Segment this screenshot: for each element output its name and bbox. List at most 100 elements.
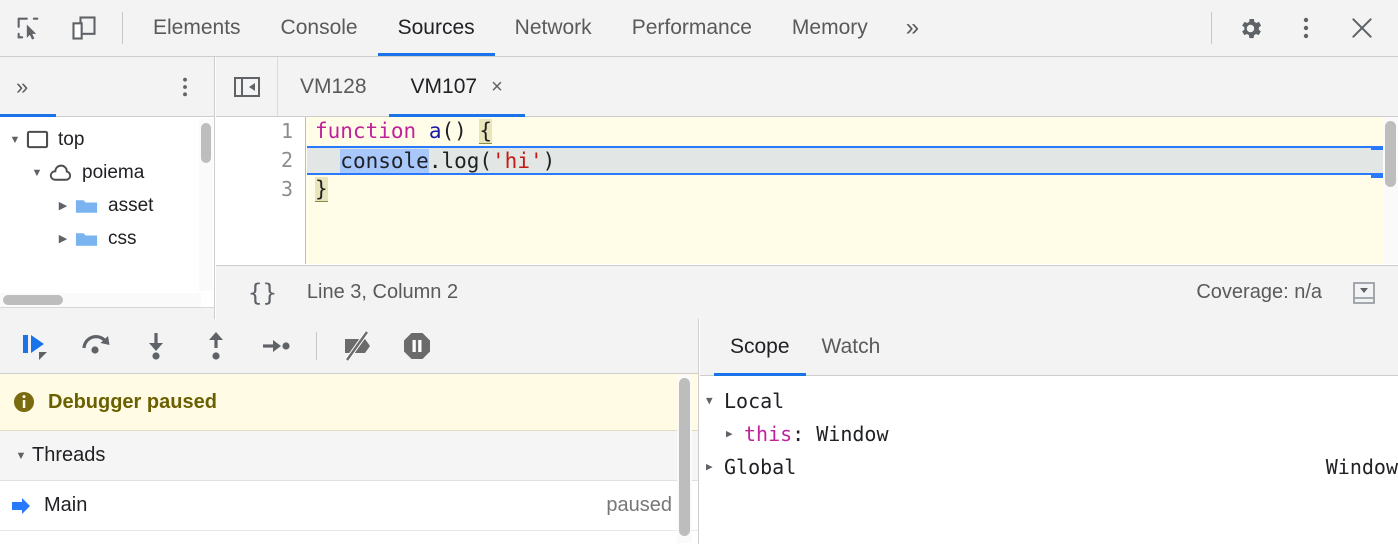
token-keyword: function (315, 119, 417, 143)
token-parens: () (441, 119, 480, 143)
tab-performance[interactable]: Performance (612, 0, 772, 56)
settings-button[interactable] (1222, 0, 1278, 56)
tab-network[interactable]: Network (495, 0, 612, 56)
navigator-more-tabs-button[interactable]: » (0, 74, 44, 100)
debugger-pane: Debugger paused ▼ Threads Main paused (0, 319, 699, 544)
token-selected-console: console (340, 149, 429, 173)
tab-elements[interactable]: Elements (133, 0, 261, 56)
scope-row-this[interactable]: ▶ this : Window (700, 417, 1398, 450)
scrollbar-thumb[interactable] (1385, 121, 1396, 187)
step-out-button[interactable] (186, 319, 246, 373)
step-icon (259, 330, 293, 362)
tree-item-label: top (58, 128, 85, 150)
pause-on-exceptions-icon (401, 330, 433, 362)
tab-scope[interactable]: Scope (714, 319, 806, 376)
debugger-paused-banner: Debugger paused (0, 374, 698, 431)
toolbar-divider (122, 12, 123, 44)
line-number[interactable]: 2 (280, 148, 293, 172)
disclosure-triangle-collapsed-icon[interactable]: ▶ (706, 460, 713, 473)
disclosure-triangle-collapsed-icon[interactable]: ▶ (58, 233, 68, 245)
disclosure-triangle-expanded-icon[interactable]: ▼ (9, 133, 21, 146)
token-method: .log( (428, 149, 493, 173)
code-content[interactable]: function a() { console.log('hi') } (307, 117, 1398, 264)
tab-watch[interactable]: Watch (806, 319, 897, 375)
disclosure-triangle-collapsed-icon[interactable]: ▶ (58, 200, 68, 212)
kebab-menu-icon (183, 77, 187, 96)
line-number-gutter: 1 2 3 (216, 117, 306, 264)
tab-watch-label: Watch (821, 335, 881, 358)
disclosure-triangle-expanded-icon[interactable]: ▼ (706, 394, 713, 407)
tab-network-label: Network (514, 16, 592, 39)
tab-console[interactable]: Console (261, 0, 378, 56)
line-number[interactable]: 3 (280, 177, 293, 201)
scope-tree: ▼ Local ▶ this : Window ▶ Global Window (700, 376, 1398, 483)
coverage-label: Coverage: n/a (1196, 281, 1322, 303)
tree-item-poiema[interactable]: ▼ poiema (0, 156, 214, 189)
chevron-double-right-icon: » (905, 14, 920, 41)
more-options-button[interactable] (1278, 0, 1334, 56)
step-over-icon (79, 330, 113, 362)
scope-row-local[interactable]: ▼ Local (700, 384, 1398, 417)
file-tab-close-icon[interactable]: × (491, 75, 503, 98)
pause-on-exceptions-button[interactable] (387, 319, 447, 373)
threads-label: Threads (32, 444, 106, 466)
tab-sources[interactable]: Sources (377, 0, 495, 56)
show-drawer-button[interactable] (1348, 278, 1380, 308)
inspect-element-button[interactable] (0, 0, 56, 56)
step-button[interactable] (246, 319, 306, 373)
debugger-vertical-scrollbar[interactable] (677, 375, 692, 543)
cloud-icon (48, 163, 73, 183)
file-tab-vm128[interactable]: VM128 (278, 57, 389, 116)
navigator-footer (0, 307, 214, 319)
tab-sources-label: Sources (397, 16, 475, 39)
step-into-button[interactable] (126, 319, 186, 373)
current-thread-arrow-icon (10, 496, 32, 516)
gear-icon (1237, 15, 1264, 42)
device-toolbar-button[interactable] (56, 0, 112, 56)
device-toolbar-icon (70, 14, 98, 42)
navigator-vertical-scrollbar[interactable] (199, 119, 213, 291)
code-editor[interactable]: 1 2 3 function a() { console.log('hi') } (216, 117, 1398, 264)
threads-section-header[interactable]: ▼ Threads (0, 431, 698, 481)
scrollbar-thumb[interactable] (201, 123, 211, 163)
tree-item-asset[interactable]: ▶ asset (0, 189, 214, 222)
code-line-1[interactable]: function a() { (307, 117, 1398, 146)
pretty-print-button[interactable]: {} (248, 278, 277, 307)
token-brace-match: } (315, 177, 328, 202)
resume-button[interactable] (6, 319, 66, 373)
line-number[interactable]: 1 (280, 119, 293, 143)
disclosure-triangle-expanded-icon[interactable]: ▼ (31, 166, 43, 179)
scope-row-label: Global (724, 454, 797, 479)
disclosure-triangle-expanded-icon[interactable]: ▼ (15, 449, 27, 462)
file-tree: ▼ top ▼ poiema ▶ (0, 117, 214, 295)
execution-marker-top (1371, 147, 1383, 150)
tab-memory[interactable]: Memory (772, 0, 888, 56)
tree-item-css[interactable]: ▶ css (0, 222, 214, 255)
code-line-2-executing[interactable]: console.log('hi') (307, 146, 1398, 175)
token-indent (315, 149, 340, 173)
tree-item-label: asset (108, 194, 154, 216)
close-devtools-button[interactable] (1334, 0, 1390, 56)
scrollbar-thumb[interactable] (679, 378, 690, 536)
step-into-icon (139, 330, 173, 362)
more-tabs-button[interactable]: » (888, 0, 937, 56)
editor-status-bar: {} Line 3, Column 2 Coverage: n/a (216, 265, 1398, 319)
navigator-options-button[interactable] (156, 75, 214, 99)
scope-property-name: this (744, 421, 793, 446)
scope-row-global[interactable]: ▶ Global Window (700, 450, 1398, 483)
step-out-icon (199, 330, 233, 362)
deactivate-breakpoints-button[interactable] (327, 319, 387, 373)
step-over-button[interactable] (66, 319, 126, 373)
thread-name-label: Main (44, 494, 88, 516)
scrollbar-thumb[interactable] (3, 295, 63, 305)
thread-row-main[interactable]: Main paused (0, 481, 698, 531)
debugger-paused-label: Debugger paused (48, 390, 217, 413)
code-line-3[interactable]: } (307, 175, 1398, 204)
navigator-sidebar: » ▼ top ▼ (0, 57, 215, 319)
toggle-navigator-button[interactable] (216, 57, 278, 116)
tree-item-top[interactable]: ▼ top (0, 123, 214, 156)
navigator-horizontal-scrollbar[interactable] (0, 293, 201, 307)
editor-vertical-scrollbar[interactable] (1383, 117, 1398, 264)
file-tab-vm107[interactable]: VM107 × (388, 57, 526, 117)
disclosure-triangle-collapsed-icon[interactable]: ▶ (726, 427, 733, 440)
